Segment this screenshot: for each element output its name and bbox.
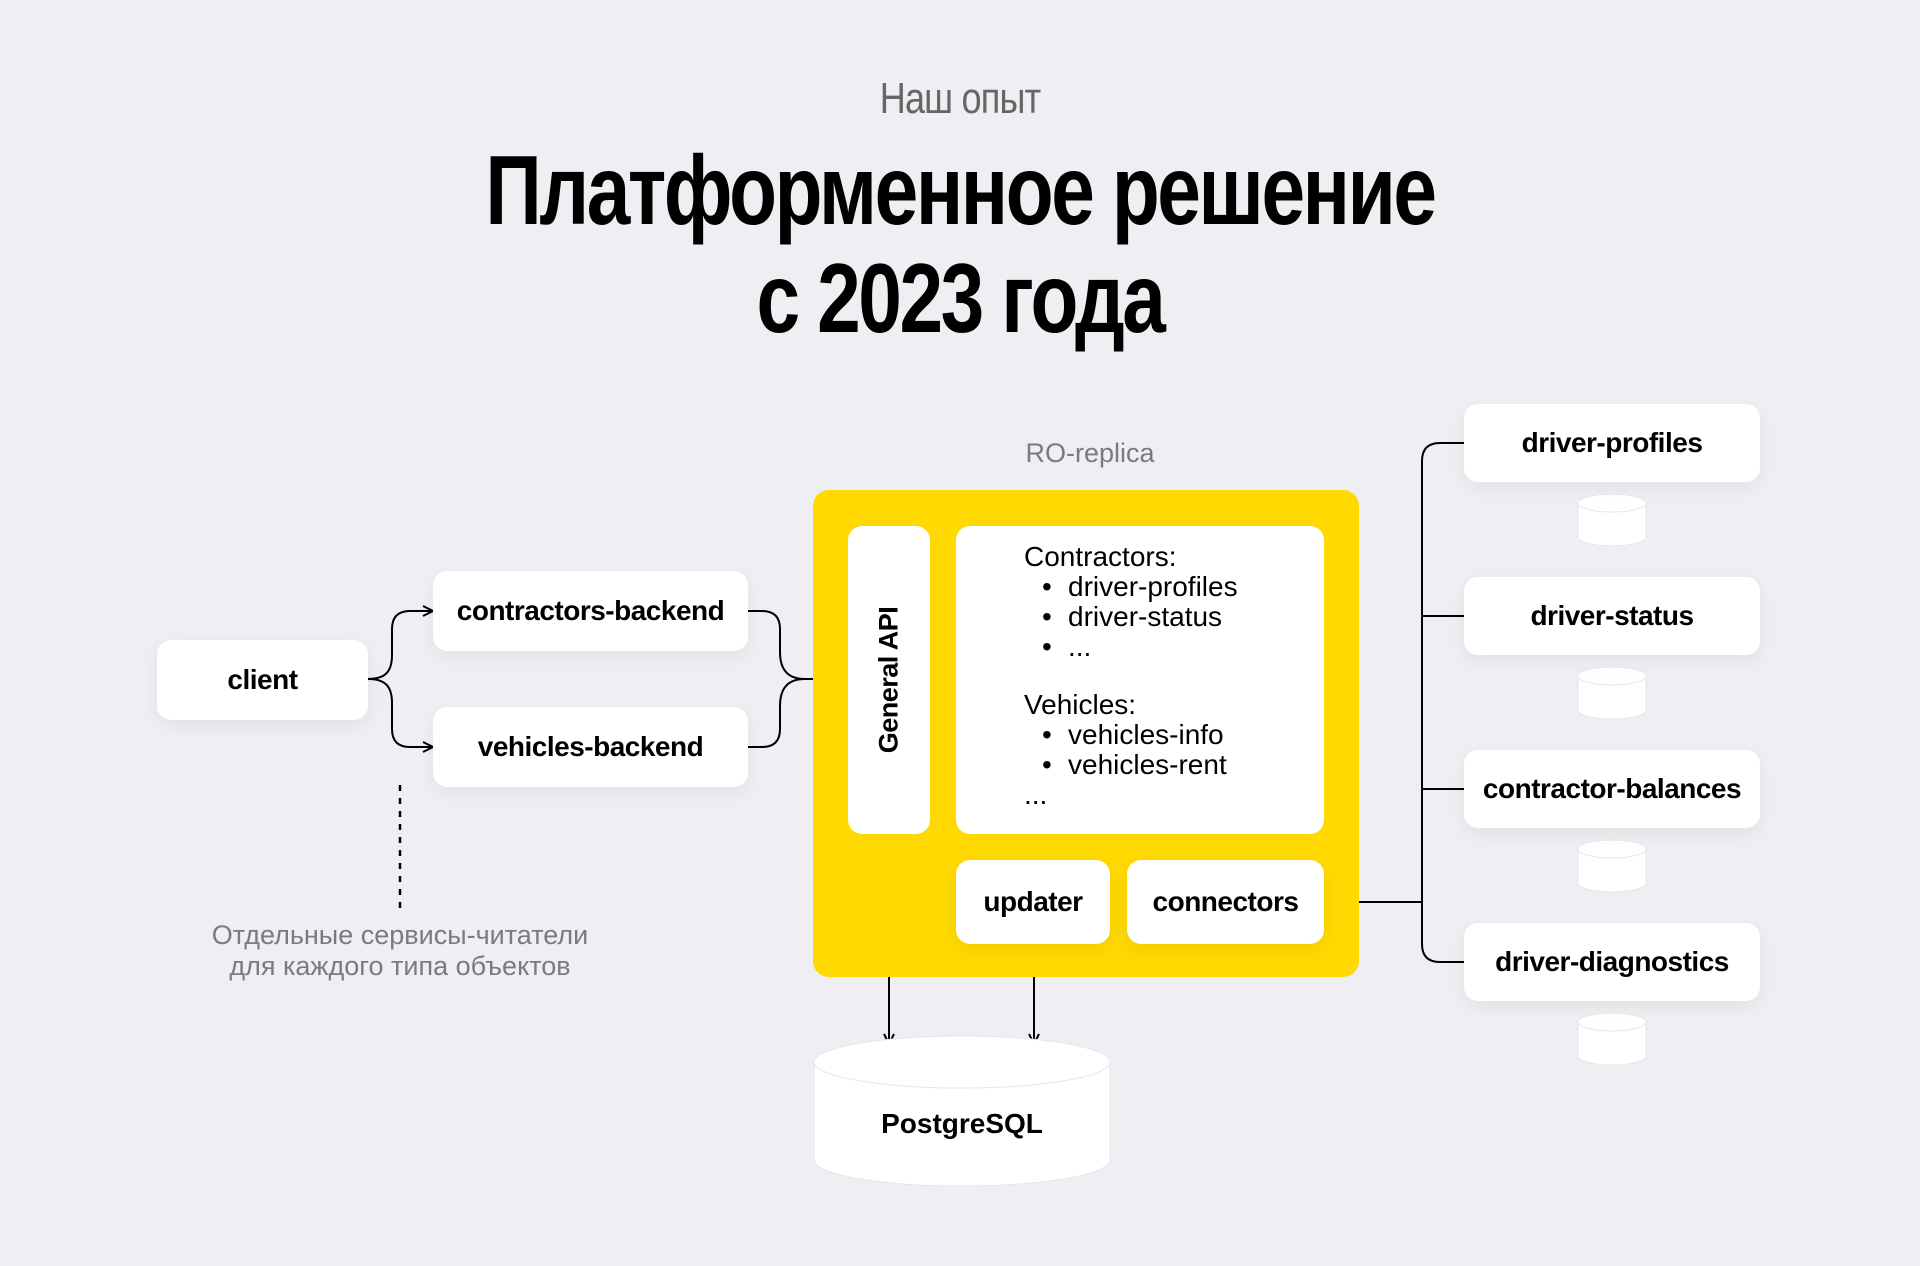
service-driver-profiles: driver-profiles <box>1464 404 1760 482</box>
vehicles-heading: Vehicles: <box>1024 689 1137 720</box>
db-driver-status-icon <box>1577 666 1647 720</box>
contractors-heading: Contractors: <box>1024 541 1177 572</box>
list-item: vehicles-info <box>1024 720 1324 751</box>
postgres-label: PostgreSQL <box>881 1108 1043 1139</box>
general-api-node: General API <box>848 526 930 834</box>
db-driver-diagnostics-icon <box>1577 1012 1647 1066</box>
list-item: vehicles-rent <box>1024 750 1324 781</box>
page-subtitle: Наш опыт <box>879 74 1041 123</box>
readers-note-line-2: для каждого типа объектов <box>229 951 571 981</box>
service-label: driver-diagnostics <box>1495 946 1729 977</box>
postgres-cylinder-icon <box>813 1035 1111 1187</box>
list-item: driver-profiles <box>1024 572 1324 603</box>
ro-replica-label: RO-replica <box>1025 438 1155 468</box>
readers-note-line-1: Отдельные сервисы-читатели <box>211 920 589 950</box>
vehicles-list: vehicles-info vehicles-rent <box>1024 720 1324 781</box>
connectors-node: connectors <box>1127 860 1324 944</box>
edge-contractors-backend-api <box>748 610 806 680</box>
list-item: driver-status <box>1024 602 1324 633</box>
contractors-backend-label: contractors-backend <box>456 595 725 626</box>
service-driver-status: driver-status <box>1464 577 1760 655</box>
vehicles-more: ... <box>1024 779 1048 810</box>
page-title-line-2: с 2023 года <box>756 243 1165 353</box>
page-title-line-1: Платформенное решение <box>485 135 1437 245</box>
readers-note: Отдельные сервисы-читатели для каждого т… <box>170 920 630 982</box>
service-driver-diagnostics: driver-diagnostics <box>1464 923 1760 1001</box>
vehicles-backend-label: vehicles-backend <box>477 731 704 762</box>
db-contractor-balances-icon <box>1577 839 1647 893</box>
contractors-list: driver-profiles driver-status ... <box>1024 572 1324 663</box>
db-driver-profiles-icon <box>1577 493 1647 547</box>
updater-label: updater <box>983 886 1083 917</box>
service-label: contractor-balances <box>1482 773 1742 804</box>
list-spacer <box>1024 662 1324 690</box>
service-label: driver-profiles <box>1521 427 1703 458</box>
general-api-label: General API <box>873 606 904 754</box>
client-node-label: client <box>227 664 298 695</box>
edge-services-trunk <box>1421 442 1464 963</box>
client-node: client <box>157 640 368 720</box>
service-label: driver-status <box>1530 600 1694 631</box>
service-contractor-balances: contractor-balances <box>1464 750 1760 828</box>
connectors-label: connectors <box>1152 886 1299 917</box>
object-catalog: Contractors: driver-profiles driver-stat… <box>956 526 1324 834</box>
edge-vehicles-backend-api <box>748 678 806 748</box>
contractors-backend-node: contractors-backend <box>433 571 748 651</box>
page-title: Платформенное решение с 2023 года <box>192 136 1728 352</box>
vehicles-backend-node: vehicles-backend <box>433 707 748 787</box>
edge-client-contractors-backend <box>367 611 433 680</box>
updater-node: updater <box>956 860 1110 944</box>
edge-client-vehicles-backend <box>367 678 433 747</box>
list-item: ... <box>1024 632 1324 663</box>
